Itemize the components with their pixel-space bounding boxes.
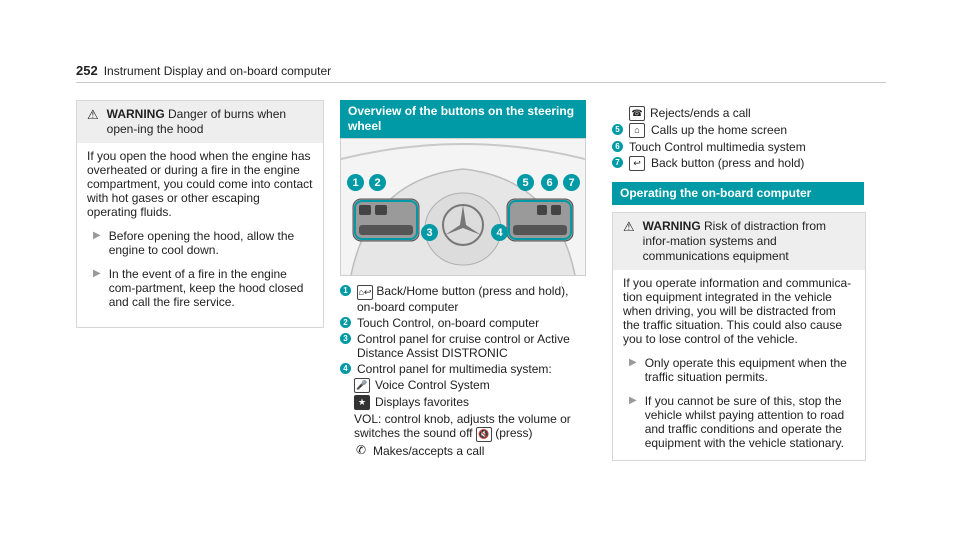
warning-label: WARNING [642,219,701,233]
item-number: 3 [340,333,351,344]
callout-6: 6 [541,174,558,191]
page-header: 252 Instrument Display and on-board comp… [76,63,886,78]
list-item: ★ Displays favorites [340,395,586,410]
step-text: If you cannot be sure of this, stop the … [644,394,845,450]
list-item: 3 Control panel for cruise control or Ac… [340,332,586,360]
callout-2: 2 [369,174,386,191]
list-item: ▶ Only operate this equipment when the t… [623,356,855,384]
callout-4: 4 [491,224,508,241]
list-item: ▶ In the event of a fire in the engine c… [87,267,313,309]
list-item: ▶ If you cannot be sure of this, stop th… [623,394,855,450]
arrow-right-icon: ▶ [93,230,101,241]
steering-wheel-illustration [341,139,585,275]
item-number: 2 [340,317,351,328]
warning-body: If you open the hood when the engine has… [77,143,323,327]
item-text: Touch Control, on-board computer [357,316,540,330]
item-text: Control panel for multimedia system: [357,362,552,376]
item-number: 1 [340,285,351,296]
item-text: Touch Control multimedia system [629,140,806,154]
warning-label: WARNING [106,107,165,121]
page-number: 252 [76,63,98,78]
mute-icon: 🔇 [475,427,492,442]
arrow-right-icon: ▶ [629,357,637,368]
callout-7: 7 [563,174,580,191]
item-text: Voice Control System [375,378,490,392]
hood-warning-box: ⚠ WARNING Danger of burns when open-ing … [76,100,324,328]
item-text: VOL: control knob, adjusts the volume or… [354,412,571,440]
warning-triangle-icon: ⚠ [623,219,635,234]
operating-heading: Operating the on-board computer [612,182,864,205]
warning-header: ⚠ WARNING Danger of burns when open-ing … [77,101,323,143]
phone-reject-icon: ☎ [629,106,645,121]
item-text: Back button (press and hold) [651,156,805,170]
steering-wheel-figure: 1 2 3 4 5 6 7 [340,138,586,276]
item-number: 5 [612,124,623,135]
overview-legend-continued: ☎ Rejects/ends a call 5 ⌂ Calls up the h… [612,106,872,173]
list-item: VOL: control knob, adjusts the volume or… [340,412,586,442]
star-icon: ★ [354,395,370,410]
item-text: Rejects/ends a call [650,106,751,120]
header-rule [76,82,886,83]
item-text: Control panel for cruise control or Acti… [357,332,570,360]
back-icon: ↩ [629,156,645,171]
item-number: 6 [612,141,623,152]
home-icon: ⌂ [629,123,645,138]
warning-text: If you open the hood when the engine has… [87,149,313,219]
warning-heading: Risk of distraction from infor-mation sy… [642,219,827,263]
list-item: 4 Control panel for multimedia system: [340,362,586,376]
list-item: ☎ Rejects/ends a call [612,106,872,121]
voice-control-icon: 🎤 [354,378,370,393]
phone-accept-icon: ✆ [355,443,367,457]
mute-suffix: (press) [495,426,533,440]
distraction-warning-box: ⚠ WARNING Risk of distraction from infor… [612,212,866,461]
overview-heading: Overview of the buttons on the steering … [340,100,586,138]
list-item: ✆ Makes/accepts a call [340,443,586,459]
step-text: Only operate this equipment when the tra… [644,356,847,384]
callout-5: 5 [517,174,534,191]
list-item: 7 ↩ Back button (press and hold) [612,156,872,171]
arrow-right-icon: ▶ [93,268,101,279]
warning-triangle-icon: ⚠ [87,107,99,122]
callout-1: 1 [347,174,364,191]
list-item: 5 ⌂ Calls up the home screen [612,123,872,138]
overview-legend: 1 ⌂↩ Back/Home button (press and hold), … [340,284,586,460]
step-text: In the event of a fire in the engine com… [108,267,304,309]
warning-header: ⚠ WARNING Risk of distraction from infor… [613,213,865,270]
warning-body: If you operate information and communica… [613,270,865,460]
item-text: Calls up the home screen [651,123,788,137]
list-item: 2 Touch Control, on-board computer [340,316,586,330]
home-back-icon: ⌂↩ [357,285,373,300]
item-text: Back/Home button (press and hold), on-bo… [357,284,569,314]
page-header-title: Instrument Display and on-board computer [103,64,332,78]
step-text: Before opening the hood, allow the engin… [108,229,295,257]
item-number: 4 [340,363,351,374]
list-item: 1 ⌂↩ Back/Home button (press and hold), … [340,284,586,314]
list-item: 6 Touch Control multimedia system [612,140,872,154]
arrow-right-icon: ▶ [629,395,637,406]
warning-text: If you operate information and communica… [623,276,852,346]
item-text: Displays favorites [375,395,470,409]
warning-heading: Danger of burns when open-ing the hood [106,107,287,136]
callout-3: 3 [421,224,438,241]
item-number: 7 [612,157,623,168]
item-text: Makes/accepts a call [373,444,485,458]
list-item: ▶ Before opening the hood, allow the eng… [87,229,313,257]
list-item: 🎤 Voice Control System [340,378,586,393]
